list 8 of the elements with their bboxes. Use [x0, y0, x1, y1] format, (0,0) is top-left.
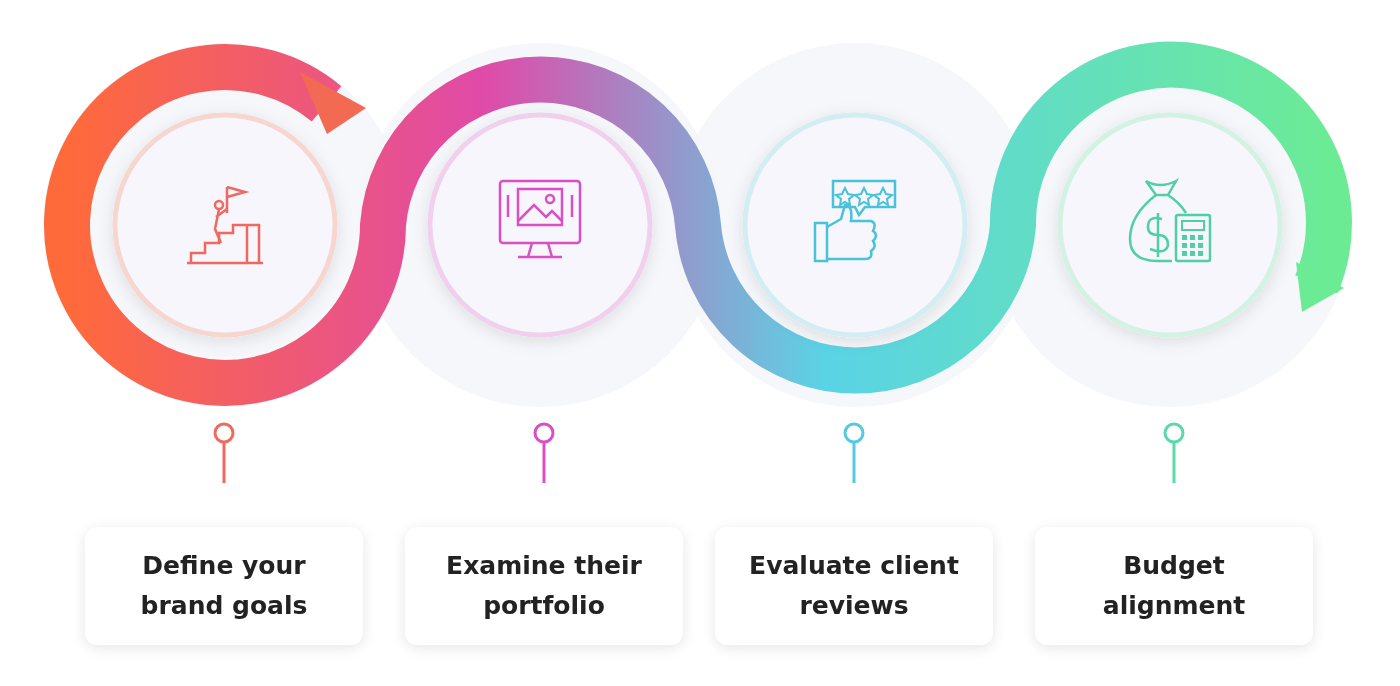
step-label: Budget alignment: [1101, 550, 1247, 622]
step-label: Examine their portfolio: [445, 550, 643, 622]
step-circle: [427, 112, 653, 338]
step-circle: [1057, 112, 1283, 338]
step-circle: [112, 112, 338, 338]
step-circle: [742, 112, 968, 338]
step-label: Evaluate client reviews: [748, 550, 960, 622]
step-label: Define your brand goals: [139, 550, 309, 622]
